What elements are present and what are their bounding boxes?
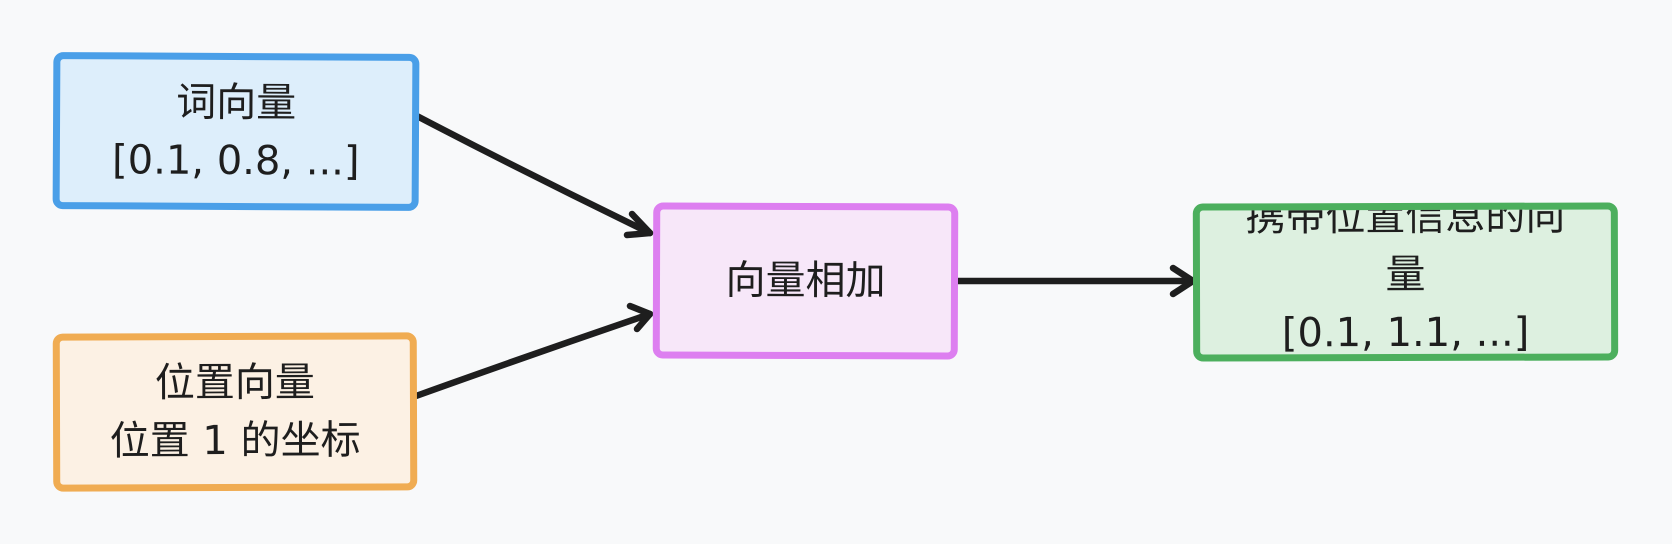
node-text-line: 携带位置信息的向	[1245, 202, 1566, 241]
vector-add-node: 向量相加	[652, 202, 959, 360]
node-text-line: 位置向量	[154, 359, 315, 407]
output-vector-node: 携带位置信息的向量 [0.1, 1.1, ...]	[1192, 202, 1619, 362]
node-text-line: 向量相加	[725, 257, 886, 305]
node-text-line: 词向量	[176, 79, 297, 126]
arrow-add-to-output	[951, 264, 1197, 298]
position-vector-node: 位置向量位置 1 的坐标	[52, 332, 418, 492]
word-vector-text: 词向量 [0.1, 0.8, ...]	[112, 73, 360, 190]
position-vector-text: 位置向量位置 1 的坐标	[109, 354, 361, 471]
vector-add-text: 向量相加	[725, 252, 885, 311]
output-vector-text: 携带位置信息的向量 [0.1, 1.1, ...]	[1245, 202, 1565, 361]
node-text-line: 量	[1385, 251, 1426, 299]
word-vector-node: 词向量 [0.1, 0.8, ...]	[52, 52, 420, 211]
node-text-line: 位置 1 的坐标	[109, 417, 361, 465]
arrow-word-to-add	[411, 111, 654, 239]
node-text-line: [0.1, 0.8, ...]	[111, 136, 360, 185]
node-text-line: [0.1, 1.1, ...]	[1281, 309, 1530, 357]
arrow-position-to-add	[412, 302, 654, 400]
